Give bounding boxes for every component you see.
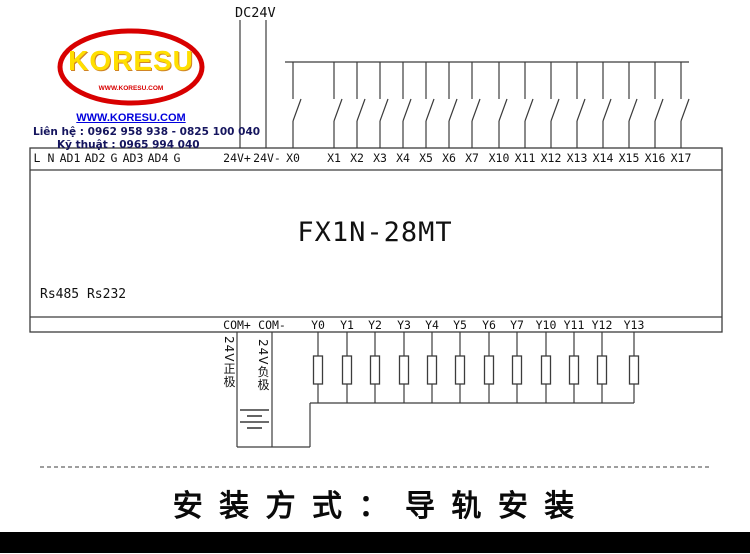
load-resistor-icon (596, 355, 608, 385)
technical-phone-line: Kỹ thuật : 0965 994 040 (57, 139, 200, 151)
website-link[interactable]: WWW.KORESU.COM (76, 112, 186, 124)
load-resistor-icon (341, 355, 353, 385)
switch-blade-icon (471, 98, 481, 122)
load-resistor-icon (369, 355, 381, 385)
load-resistor-icon (398, 355, 410, 385)
plc-body-outline (29, 147, 723, 333)
switch-blade-icon (654, 98, 664, 122)
load-resistor-icon (540, 355, 552, 385)
switch-blade-icon (356, 98, 366, 122)
logo-brand-text: KORESU (68, 45, 194, 76)
switch-blade-icon (402, 98, 412, 122)
load-resistor-icon (426, 355, 438, 385)
switch-blade-icon (333, 98, 343, 122)
switch-blade-icon (628, 98, 638, 122)
bottom-black-bar (0, 532, 750, 553)
switch-blade-icon (498, 98, 508, 122)
switch-blade-icon (379, 98, 389, 122)
logo-ring-icon (57, 28, 205, 106)
contact-phone-line: Liên hệ : 0962 958 938 - 0825 100 040 (33, 126, 261, 138)
switch-blade-icon (425, 98, 435, 122)
installation-method-title: 安 装 方 式 ： 导 轨 安 装 (172, 489, 578, 524)
switch-blade-icon (680, 98, 690, 122)
load-resistor-icon (568, 355, 580, 385)
switch-blade-icon (602, 98, 612, 122)
switch-blade-icon (550, 98, 560, 122)
logo-inner-caption: WWW.KORESU.COM (98, 85, 164, 92)
switch-blade-icon (576, 98, 586, 122)
load-resistor-icon (312, 355, 324, 385)
load-resistor-icon (511, 355, 523, 385)
logo: KORESU WWW.KORESU.COM (56, 28, 206, 106)
load-resistor-icon (628, 355, 640, 385)
switch-blade-icon (524, 98, 534, 122)
load-resistor-icon (454, 355, 466, 385)
switch-blade-icon (292, 98, 302, 122)
load-resistor-icon (483, 355, 495, 385)
switch-blade-icon (448, 98, 458, 122)
